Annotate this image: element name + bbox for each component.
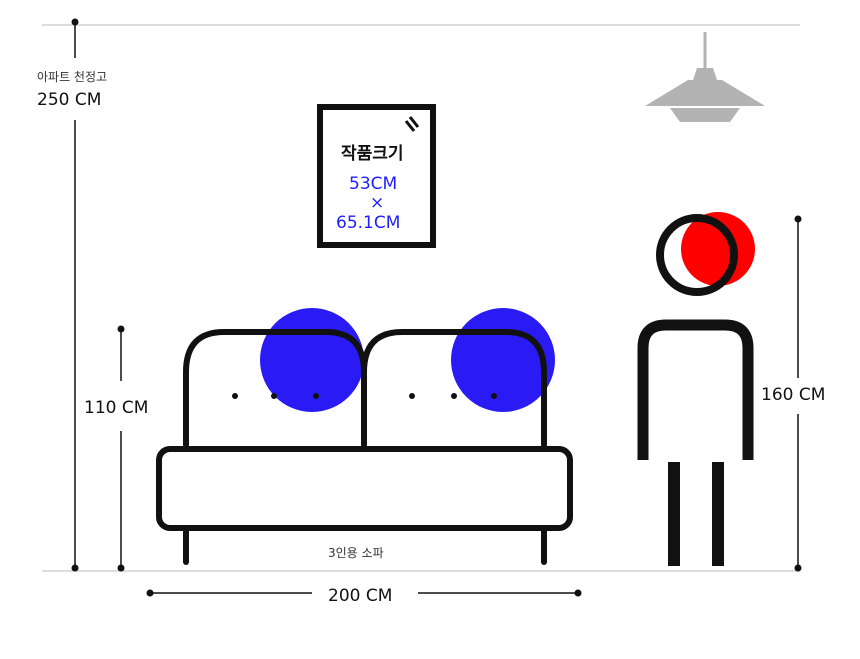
pendant-lamp-icon bbox=[645, 32, 765, 122]
dimension-dot bbox=[794, 215, 802, 223]
artwork-times: × bbox=[370, 193, 385, 213]
sofa-height-value: 110 CM bbox=[84, 398, 149, 418]
dimension-dot bbox=[117, 564, 125, 572]
dimension-dot bbox=[146, 589, 154, 597]
blue-accent-circle bbox=[451, 308, 555, 412]
sofa-icon bbox=[156, 329, 573, 565]
ceiling-label: 아파트 천정고 bbox=[37, 70, 108, 84]
red-accent-circle bbox=[681, 212, 755, 286]
dimension-dot bbox=[574, 589, 582, 597]
sofa-label: 3인용 소파 bbox=[328, 546, 384, 560]
person-height-value: 160 CM bbox=[761, 385, 826, 405]
artwork-width: 53CM bbox=[349, 174, 398, 194]
hanger-icon bbox=[404, 116, 420, 132]
dimension-dot bbox=[117, 325, 125, 333]
sofa-width-value: 200 CM bbox=[328, 586, 393, 606]
dimension-dot bbox=[794, 564, 802, 572]
artwork-height: 65.1CM bbox=[336, 213, 401, 233]
person-icon bbox=[637, 214, 754, 566]
sofa-buttons bbox=[232, 393, 497, 399]
dimension-dot bbox=[71, 18, 79, 26]
ceiling-height-value: 250 CM bbox=[37, 90, 102, 110]
artwork-size-title: 작품크기 bbox=[341, 144, 404, 164]
dimension-dot bbox=[71, 564, 79, 572]
